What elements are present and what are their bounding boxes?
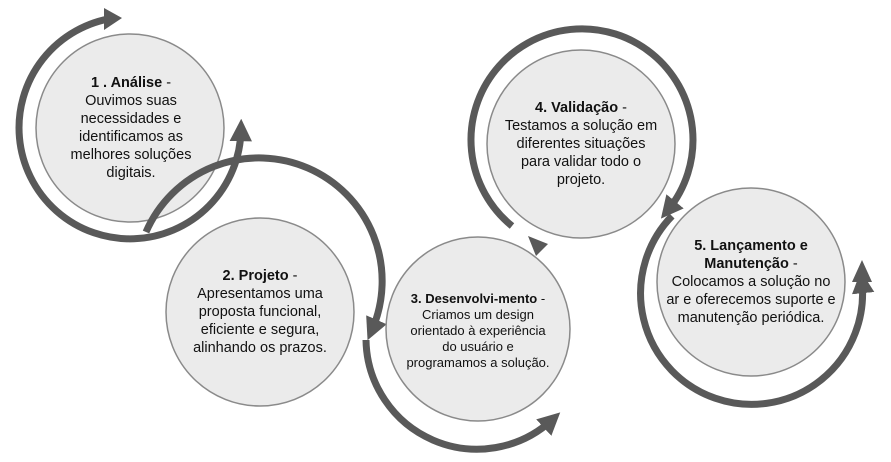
- step-5-title: 5. Lançamento e Manutenção: [694, 238, 808, 272]
- step-4-cycle-arrow: [467, 25, 697, 229]
- step-2-title: 2. Projeto: [222, 268, 289, 284]
- step-4-title: 4. Validação: [535, 100, 619, 116]
- step-2-sep: -: [288, 268, 298, 284]
- step-1-cycle-arrow: [15, 14, 252, 243]
- step-2-circle: [165, 217, 355, 407]
- step-5-cycle-arrow: [637, 213, 875, 408]
- step-2-cycle-arrow: [142, 154, 387, 341]
- step-3-text: 3. Desenvolvi-mento - Criamos um design …: [404, 258, 552, 404]
- step-1-circle: [35, 33, 225, 223]
- step-4-text: 4. Validação - Testamos a solução em dife…: [502, 74, 660, 214]
- step-5-description: Colocamos a solução no ar e oferecemos s…: [666, 274, 836, 326]
- step-2-text: 2. Projeto - Apresentamos uma proposta fu…: [180, 242, 340, 382]
- step-3-description: Criamos um design orientado à experiênci…: [406, 307, 550, 370]
- step-1-text: 1 . Análise - Ouvimos suas necessidades e…: [52, 58, 210, 198]
- step-1-title: 1 . Análise: [90, 75, 163, 91]
- step-1-arrowhead: [104, 8, 122, 30]
- step-5-circle: [656, 187, 846, 377]
- step-1-description: Ouvimos suas necessidades e identificamo…: [70, 93, 192, 181]
- step-3-circle: [385, 236, 571, 422]
- step-3-title: 3. Desenvolvi-mento: [410, 291, 538, 306]
- step-4-description: Testamos a solução em diferentes situaçõ…: [504, 118, 658, 188]
- step-5-sep: -: [788, 256, 798, 272]
- step-3-cycle-arrow: [362, 339, 561, 453]
- step-3-arrowhead-top: [528, 236, 548, 256]
- step-4-sep: -: [618, 100, 627, 116]
- step-5-text: 5. Lançamento e Manutenção - Colocamos a …: [664, 202, 838, 362]
- step-4-circle: [486, 49, 676, 239]
- step-2-description: Apresentamos uma proposta funcional, efi…: [193, 286, 327, 356]
- step-1-sep: -: [162, 75, 172, 91]
- step-5-arrowhead-end: [852, 260, 872, 282]
- step-3-sep: -: [537, 291, 546, 306]
